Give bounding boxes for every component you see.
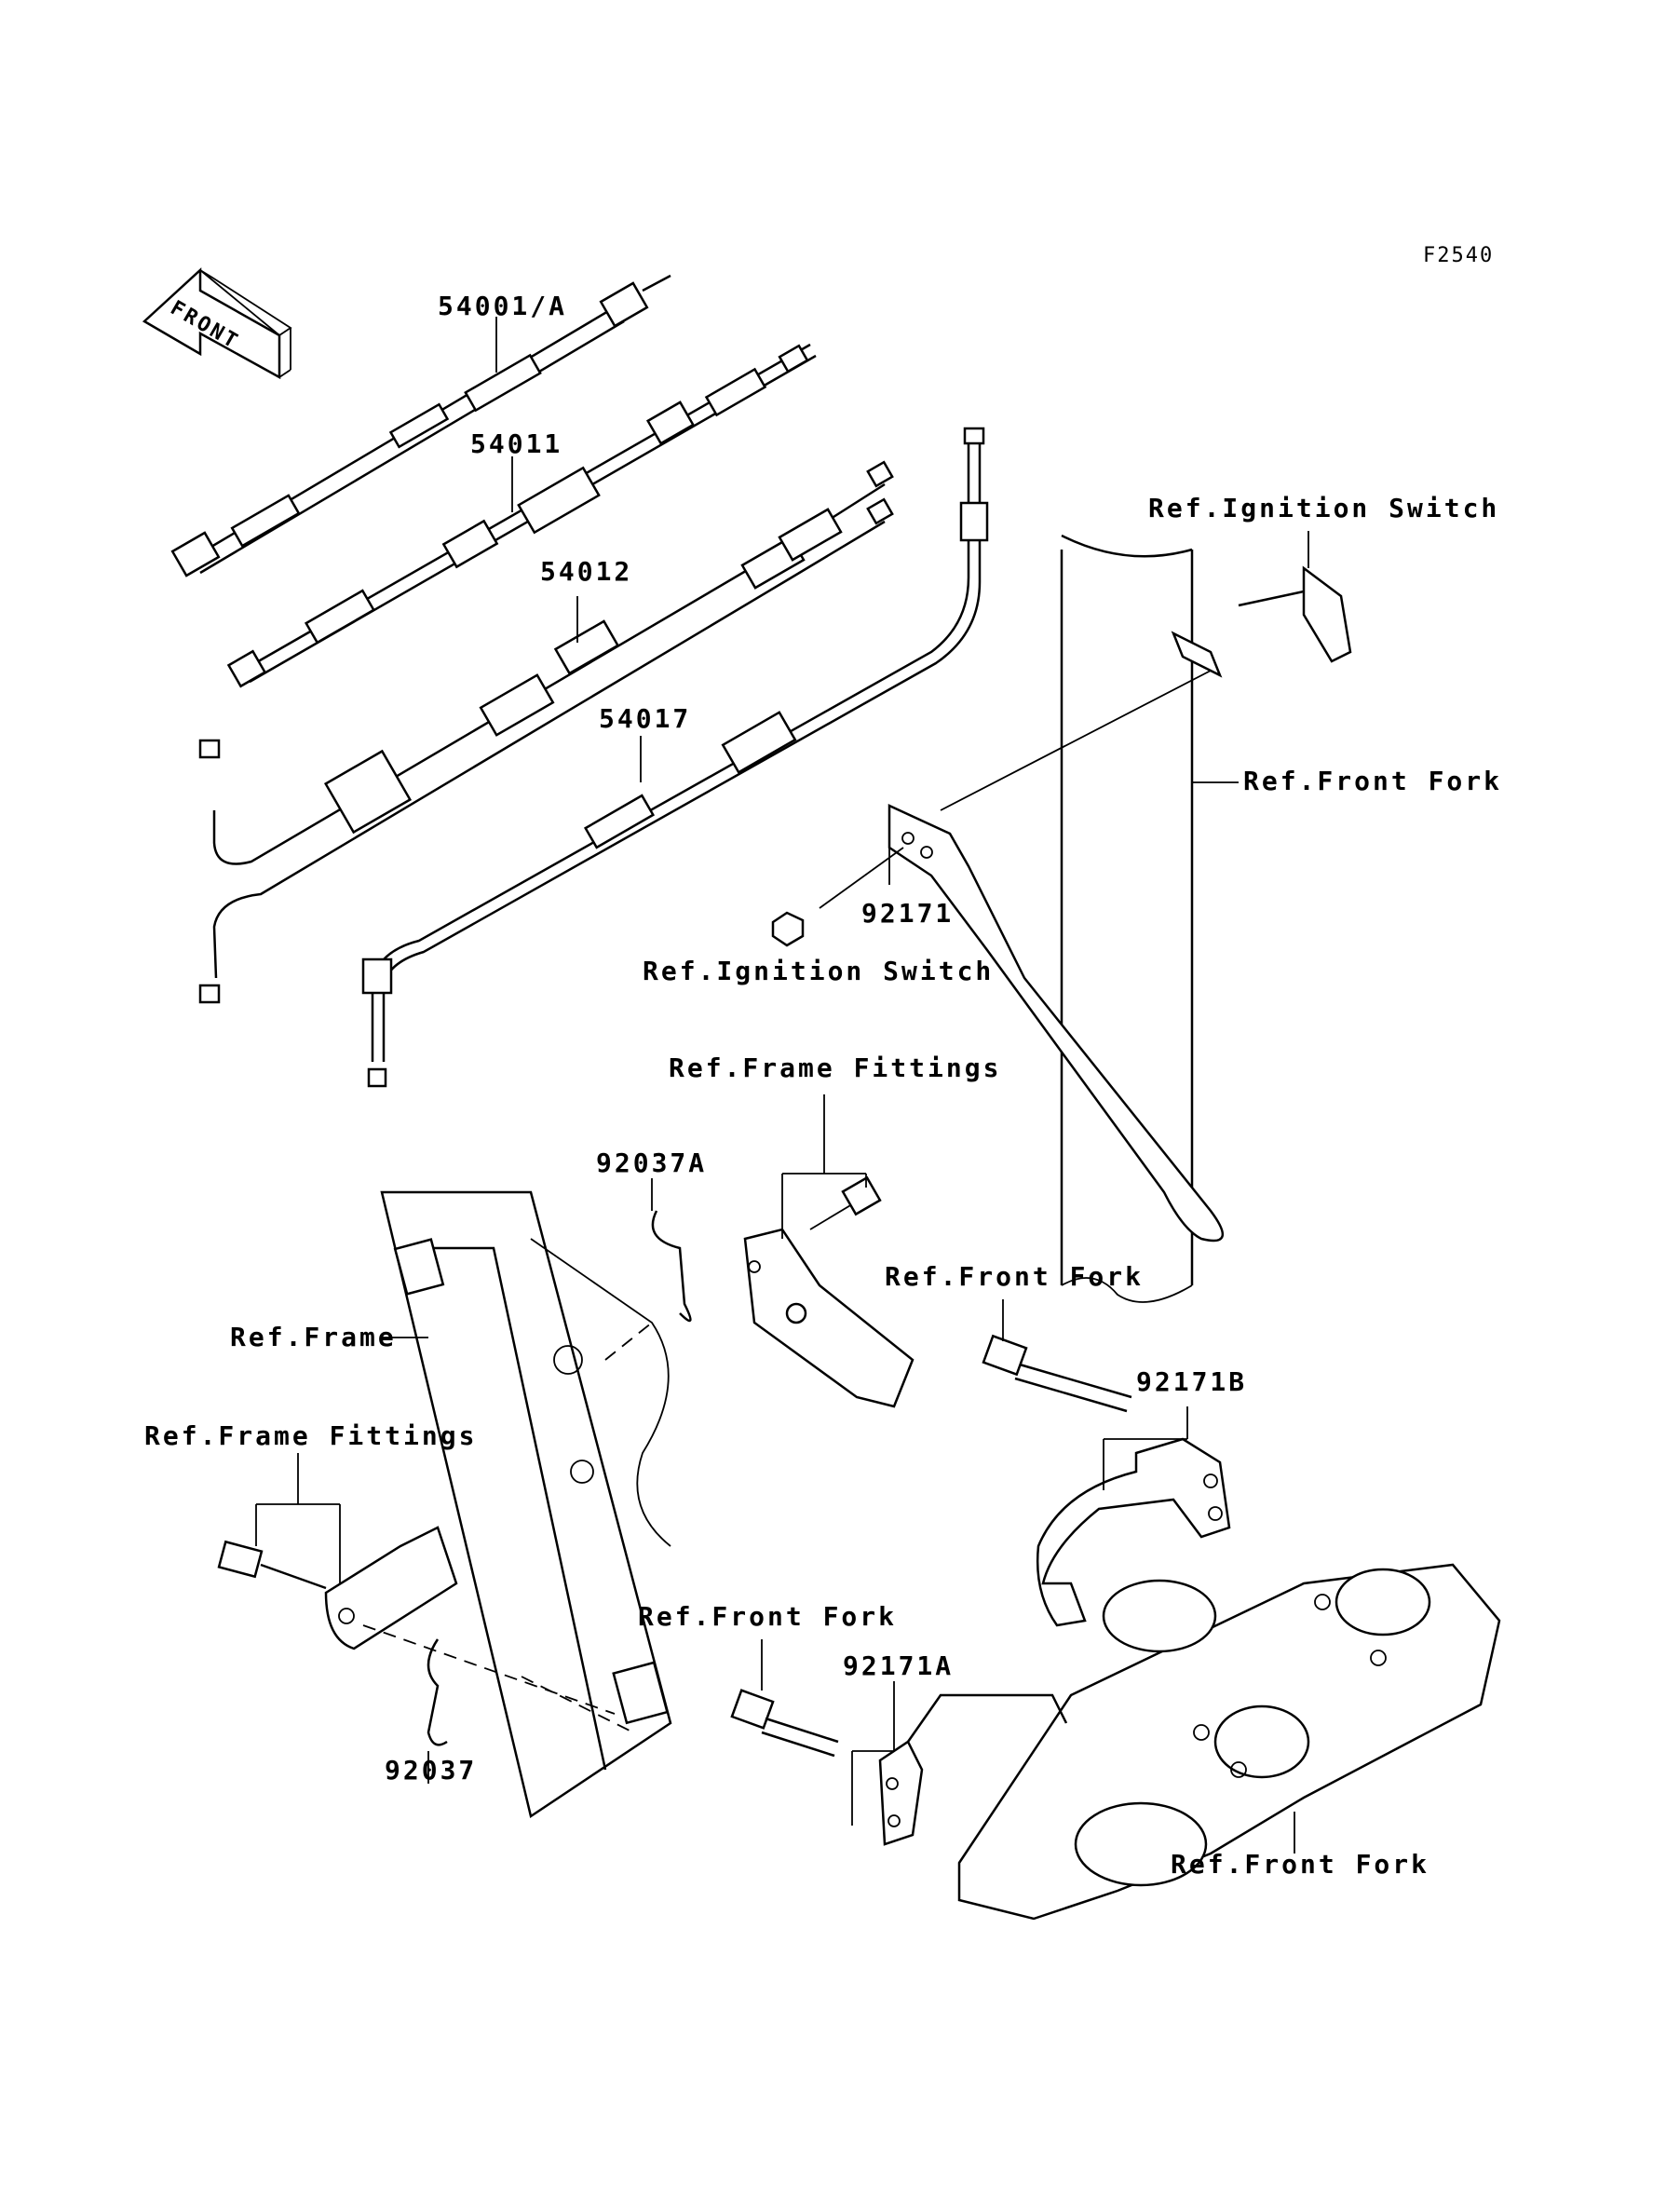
label-ref-front-fork-bottom: Ref.Front Fork <box>1171 1849 1430 1880</box>
cable-54017 <box>361 427 989 1088</box>
ignition-bracket-top <box>940 565 1352 811</box>
bolt-front-fork-mid <box>982 1334 1132 1413</box>
figure-code: F2540 <box>1423 244 1495 267</box>
cable-54001 <box>170 274 671 577</box>
fork-lower-bracket <box>957 1563 1501 1921</box>
label-92171a: 92171A <box>843 1650 955 1681</box>
front-arrow-icon <box>142 267 292 380</box>
cable-54011 <box>226 343 817 688</box>
front-fork-tube <box>1060 534 1194 1303</box>
label-54011: 54011 <box>470 428 563 459</box>
label-92037a: 92037A <box>596 1148 708 1178</box>
bracket-92171a <box>878 1693 1068 1846</box>
label-92171: 92171 <box>861 898 955 929</box>
clip-92037a <box>651 1210 692 1323</box>
label-54012: 54012 <box>540 556 633 587</box>
label-ref-frame-fittings-left: Ref.Frame Fittings <box>144 1420 478 1451</box>
frame-fitting-bracket-left <box>217 1526 616 1746</box>
label-ref-ignition-switch-top: Ref.Ignition Switch <box>1148 493 1500 523</box>
bracket-92171b <box>1036 1437 1231 1627</box>
label-54001: 54001/A <box>438 291 568 321</box>
bracket-92171 <box>771 804 1225 1243</box>
label-54017: 54017 <box>599 703 692 734</box>
bolt-front-fork-lower <box>730 1689 839 1758</box>
label-ref-front-fork-lower: Ref.Front Fork <box>638 1601 898 1632</box>
frame-member <box>380 1190 672 1819</box>
label-92171b: 92171B <box>1136 1366 1248 1397</box>
label-92037: 92037 <box>385 1755 478 1786</box>
cable-54012 <box>198 460 894 1004</box>
frame-fitting-bracket-top <box>743 1175 915 1408</box>
label-ref-front-fork-top: Ref.Front Fork <box>1243 766 1503 796</box>
label-ref-front-fork-mid: Ref.Front Fork <box>885 1261 1145 1292</box>
label-ref-frame-fittings-top: Ref.Frame Fittings <box>669 1052 1002 1083</box>
label-ref-frame: Ref.Frame <box>230 1322 397 1352</box>
leader-lines <box>255 317 1309 1854</box>
label-ref-ignition-switch-mid: Ref.Ignition Switch <box>643 956 995 986</box>
